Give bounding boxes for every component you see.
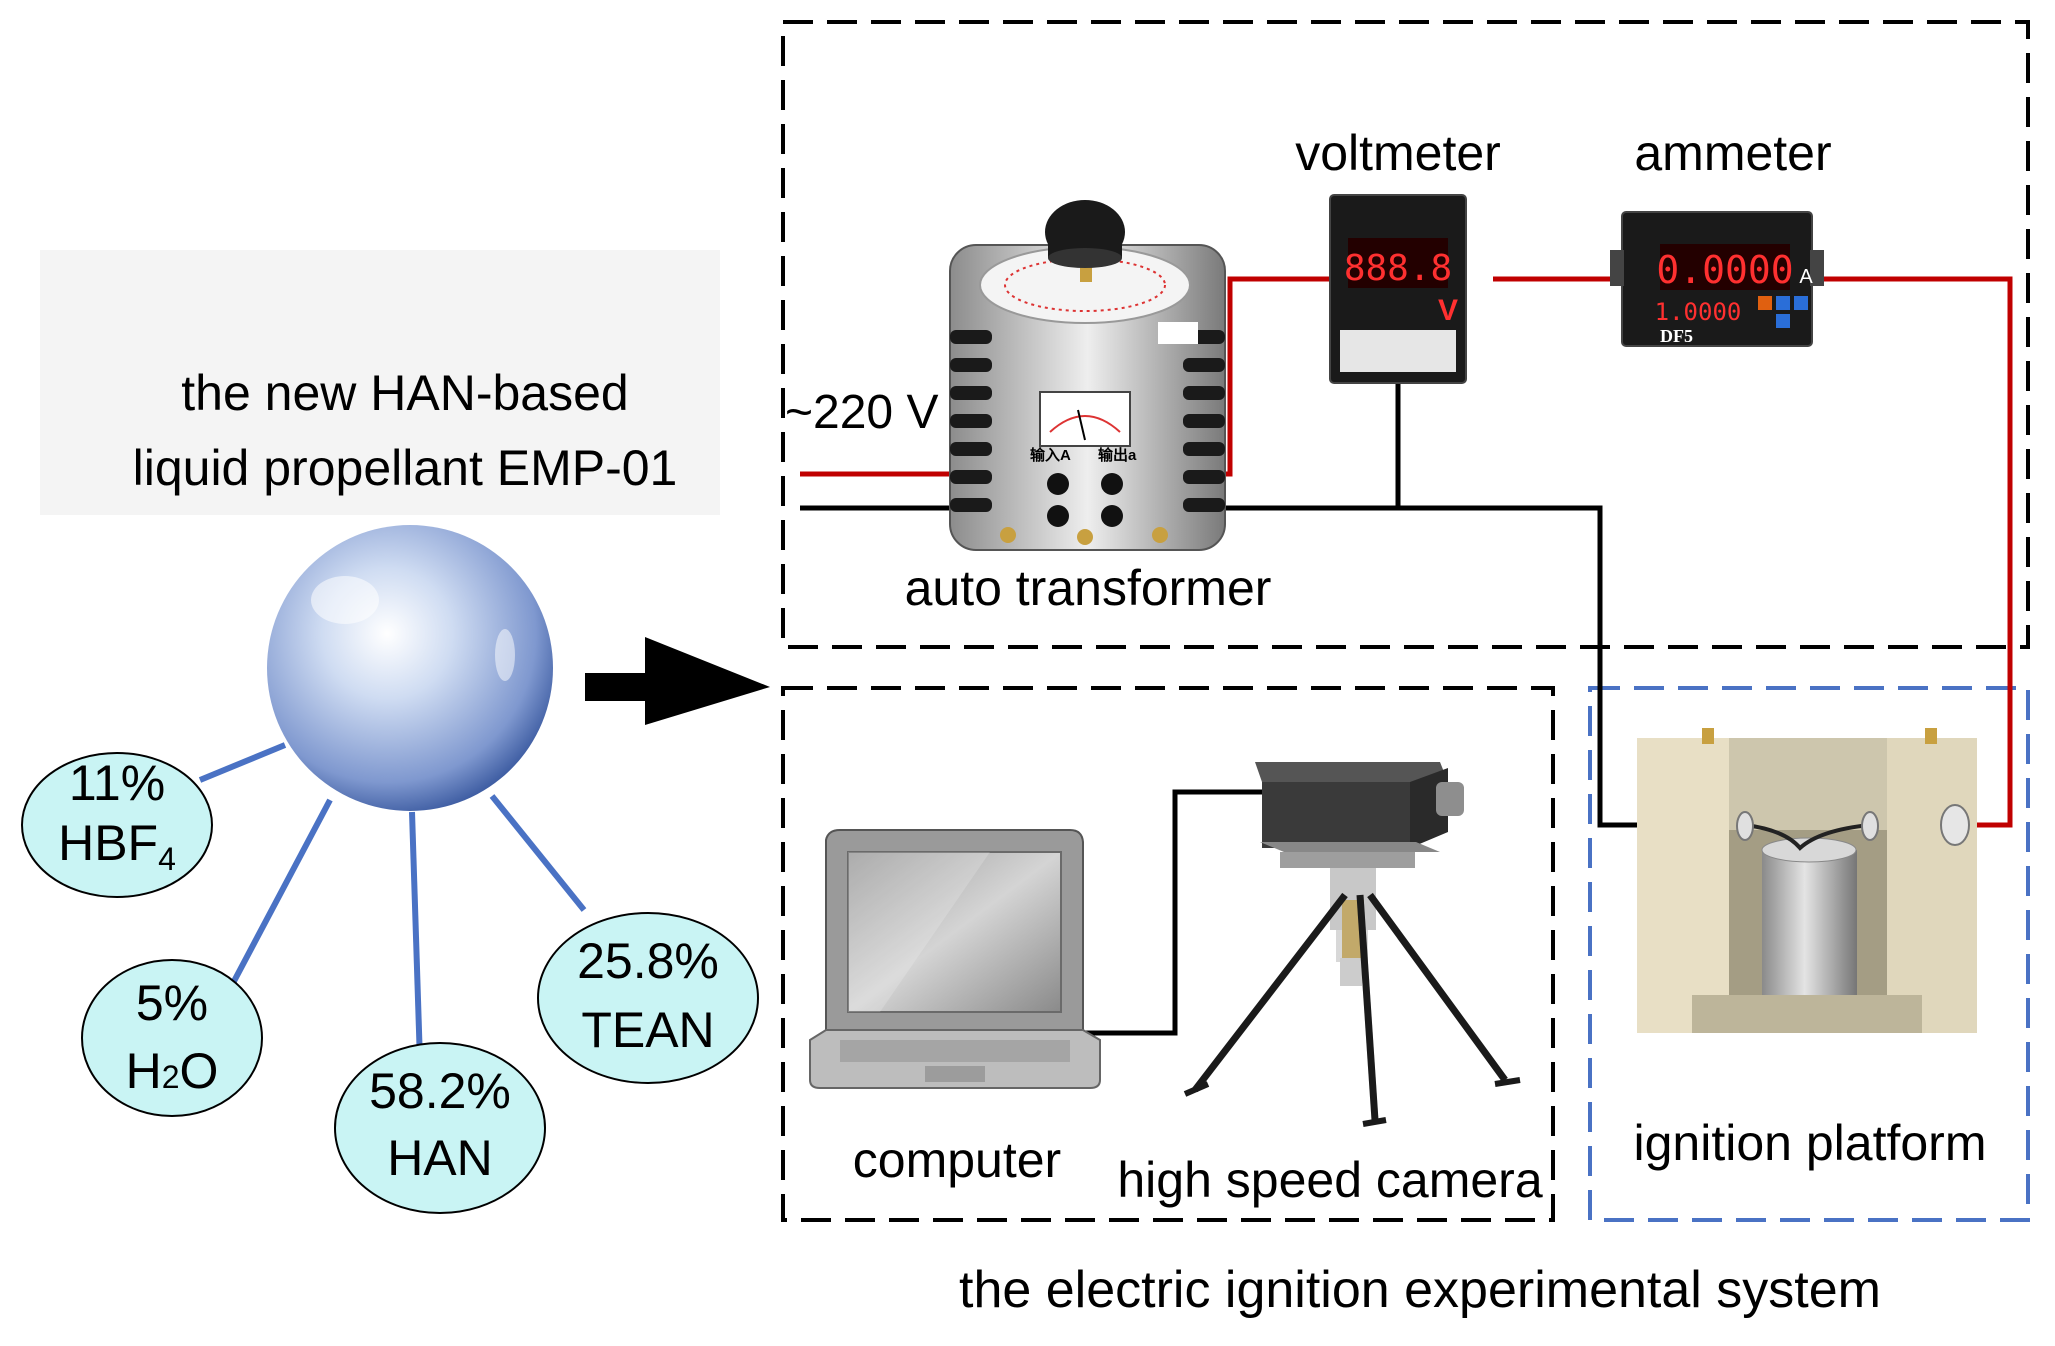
propellant-title-line2: liquid propellant EMP-01 (133, 440, 678, 496)
h2o-percent: 5% (136, 975, 208, 1031)
component-bubble-han: 58.2% HAN (334, 1042, 546, 1214)
platform-box (1588, 686, 2030, 1222)
ammeter-model: DF5 (1660, 326, 1693, 346)
power-source-label: ~220 V (785, 386, 938, 439)
title-background (40, 250, 720, 515)
tean-percent: 25.8% (577, 933, 719, 989)
han-name: HAN (387, 1130, 493, 1186)
component-connectors (198, 742, 587, 1063)
h2o-formula: H2O (126, 1043, 219, 1099)
voltmeter-unit: V (1438, 294, 1458, 327)
ammeter-sub-reading: 1.0000 (1655, 298, 1742, 326)
transformer-output-label: 输出a (1098, 446, 1137, 464)
system-caption: the electric ignition experimental syste… (959, 1261, 1881, 1319)
voltmeter-reading: 888.8 (1344, 248, 1452, 289)
ammeter-reading: 0.0000 (1656, 248, 1793, 292)
component-bubble-tean: 25.8% TEAN (537, 912, 759, 1084)
camera-label: high speed camera (1117, 1152, 1542, 1208)
ammeter: 0.0000 A 1.0000 DF5 (1610, 211, 1824, 347)
ammeter-unit: A (1799, 266, 1813, 288)
ammeter-label: ammeter (1634, 125, 1831, 181)
ignition-platform (1637, 728, 1977, 1033)
han-percent: 58.2% (369, 1063, 511, 1119)
computer-label: computer (853, 1132, 1061, 1188)
auto-transformer: 输入A 输出a (949, 200, 1226, 551)
voltmeter: 888.8 V (1329, 194, 1467, 384)
flow-arrow (585, 637, 770, 725)
ignition-platform-label: ignition platform (1634, 1115, 1987, 1171)
component-bubble-h2o: 5% H2O (81, 959, 263, 1117)
power-circuit-box (781, 20, 2030, 649)
voltmeter-label: voltmeter (1295, 125, 1501, 181)
auto-transformer-label: auto transformer (905, 560, 1272, 616)
high-speed-camera (1183, 762, 1521, 1127)
laptop (809, 829, 1101, 1089)
recording-box (781, 686, 1555, 1222)
component-bubble-hbf4: 11% HBF4 (21, 752, 213, 898)
transformer-input-label: 输入A (1030, 446, 1071, 464)
tean-name: TEAN (581, 1002, 714, 1058)
propellant-title-line1: the new HAN-based (181, 365, 628, 421)
hbf4-formula: HBF4 (58, 815, 176, 877)
hbf4-percent: 11% (69, 755, 165, 811)
